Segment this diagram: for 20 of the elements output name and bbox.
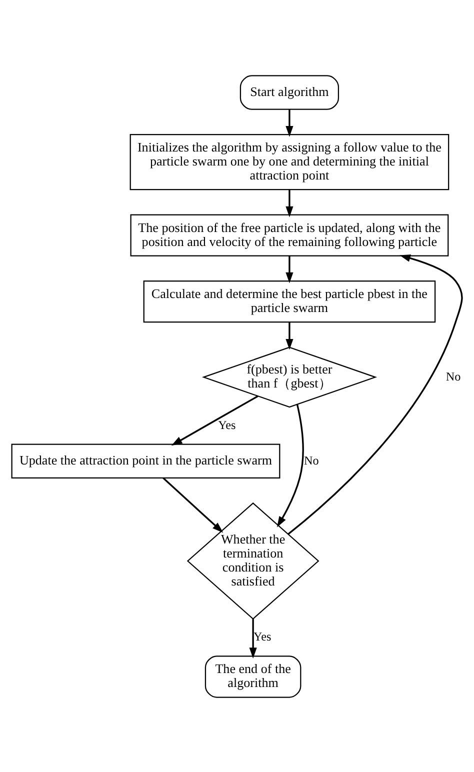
edge-label: No <box>304 452 319 467</box>
arrow <box>286 189 294 217</box>
arrow <box>286 109 294 136</box>
edge-label: Yes <box>218 417 236 432</box>
node-box: The position of the free particle is updated, along with the position and velocity of the remaining following particle <box>130 214 449 256</box>
node-box: Initializes the algorithm by assigning a follow value to the particle swarm one by one and determining the initial attraction point <box>130 133 450 190</box>
arrow <box>171 394 258 446</box>
edge-label: No <box>446 368 461 383</box>
arrow <box>276 404 304 527</box>
node-diamond: f(pbest) is better than f（gbest） <box>202 346 378 408</box>
node-diamond: Whether the termination condition is satisfied <box>186 502 320 620</box>
node-box: The end of the algorithm <box>204 655 302 698</box>
arrow <box>162 476 224 532</box>
node-box: Calculate and determine the best particle pbest in the particle swarm <box>143 280 436 322</box>
arrow <box>249 618 257 658</box>
node-box: Start algorithm <box>240 74 340 110</box>
node-box: Update the attraction point in the particle swarm <box>11 443 280 478</box>
arrow <box>286 255 294 283</box>
arrow <box>288 254 463 534</box>
arrow <box>286 322 294 350</box>
